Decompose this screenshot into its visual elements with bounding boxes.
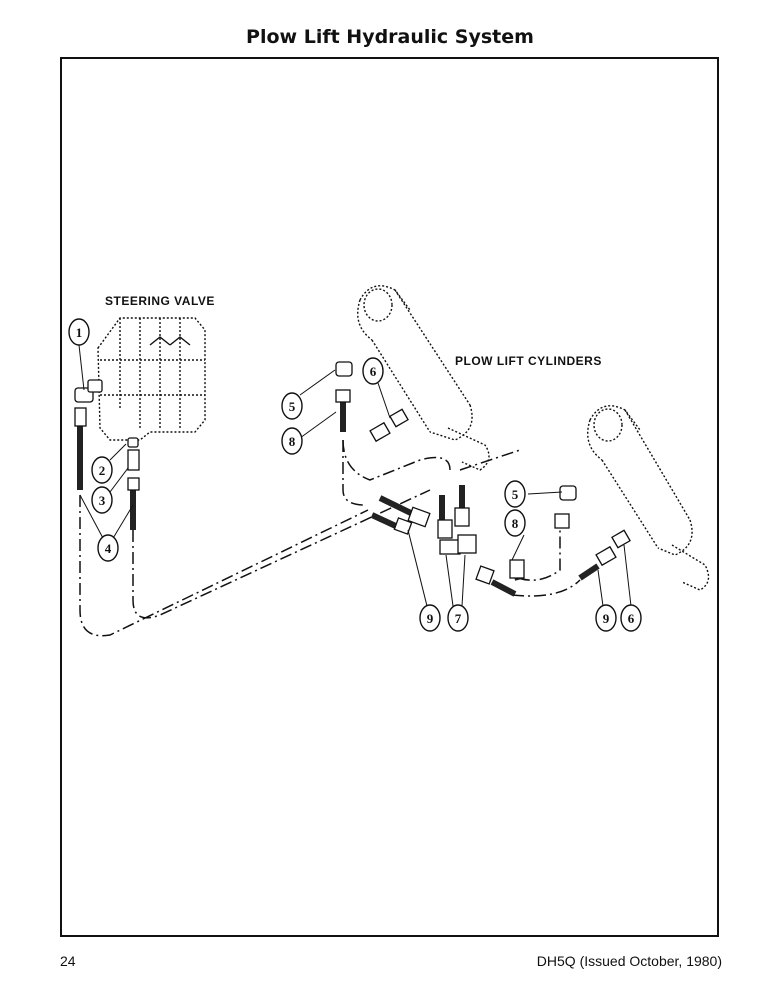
diagram-frame xyxy=(60,57,719,937)
callout-7: 7 xyxy=(455,611,462,626)
page-number: 24 xyxy=(60,953,76,969)
page-title: Plow Lift Hydraulic System xyxy=(246,26,534,48)
callout-6: 6 xyxy=(370,364,377,379)
callout-9: 9 xyxy=(427,611,434,626)
steering-valve xyxy=(97,317,206,441)
callout-5b: 5 xyxy=(512,487,519,502)
leader-lines xyxy=(78,344,632,607)
callout-6b: 6 xyxy=(628,611,635,626)
hose-lines xyxy=(79,439,581,637)
fittings xyxy=(74,361,631,585)
plow-lift-cylinder-1 xyxy=(357,285,490,471)
plow-lift-cylinder-2 xyxy=(587,405,710,591)
steering-valve-label: STEERING VALVE xyxy=(105,294,215,308)
callout-markers xyxy=(68,318,642,632)
document-reference: DH5Q (Issued October, 1980) xyxy=(536,953,722,969)
callout-8: 8 xyxy=(289,434,296,449)
callout-2: 2 xyxy=(99,463,106,478)
callout-9b: 9 xyxy=(603,611,610,626)
callout-3: 3 xyxy=(99,493,106,508)
callout-5: 5 xyxy=(289,399,296,414)
plow-lift-cylinders-label: PLOW LIFT CYLINDERS xyxy=(455,354,602,368)
callout-8b: 8 xyxy=(512,516,519,531)
callout-1: 1 xyxy=(76,325,83,340)
callout-4: 4 xyxy=(105,541,112,556)
